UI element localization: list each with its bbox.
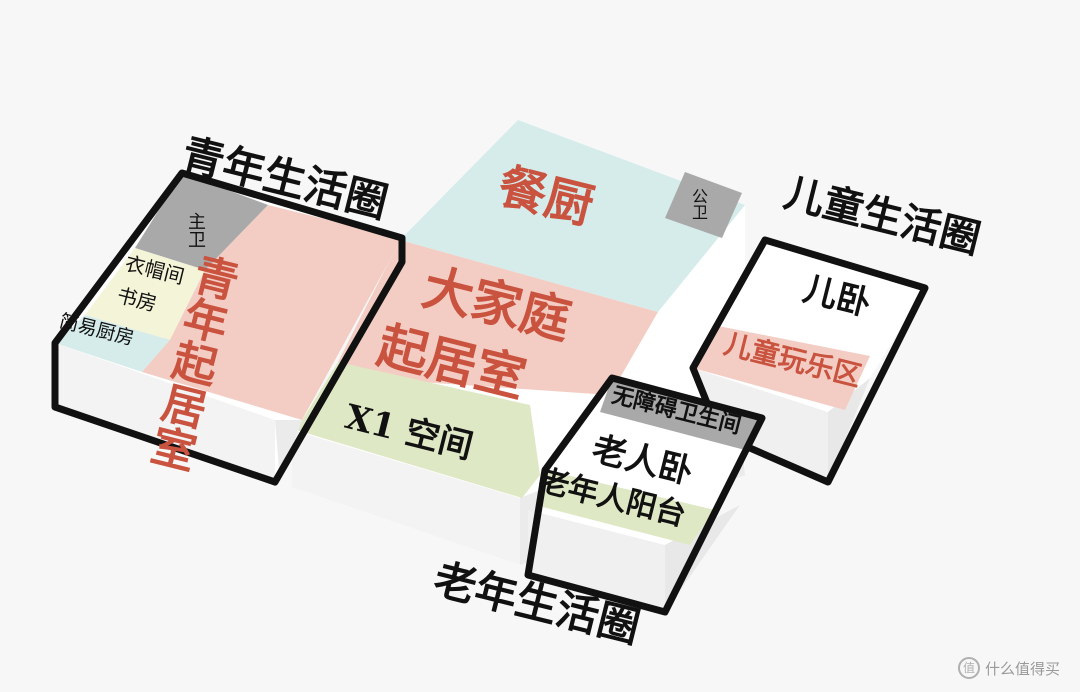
kids-play-area bbox=[693, 325, 870, 410]
family-living-area bbox=[338, 240, 658, 395]
watermark-text: 什么值得买 bbox=[985, 659, 1061, 678]
accessible-bath-area bbox=[600, 378, 762, 450]
closet-study-area bbox=[85, 248, 205, 340]
youth-block bbox=[51, 169, 406, 486]
elder-balcony-area bbox=[535, 470, 715, 545]
dining-area bbox=[400, 120, 745, 312]
public-bath-area bbox=[665, 172, 742, 238]
watermark-logo-icon: 值 bbox=[958, 657, 980, 679]
watermark: 值 什么值得买 bbox=[958, 657, 1060, 679]
elderly-block bbox=[524, 374, 766, 616]
simple-kitchen-area bbox=[55, 315, 170, 372]
master-bath-label: 主卫 bbox=[185, 212, 206, 248]
youth-living-area bbox=[142, 205, 402, 420]
public-bath-label: 公卫 bbox=[689, 188, 708, 220]
x1-area bbox=[296, 362, 540, 498]
